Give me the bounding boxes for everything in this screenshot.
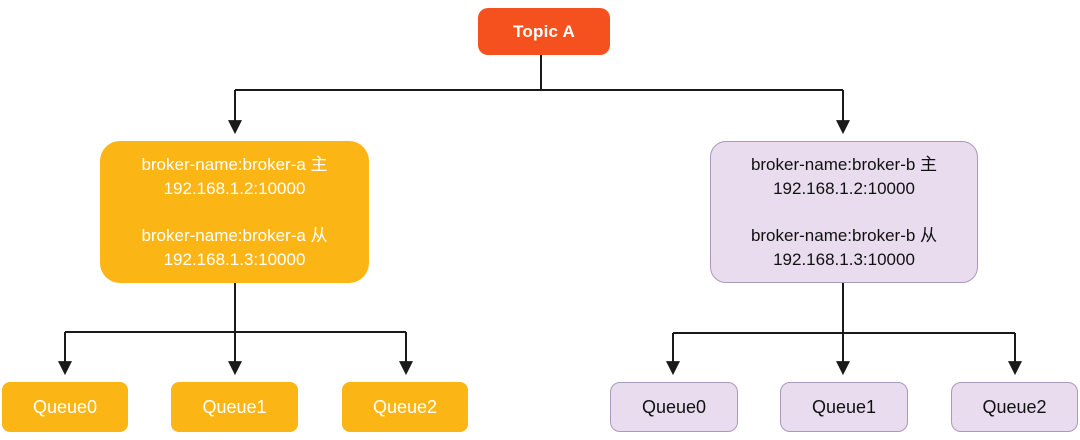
broker-b-gap: [751, 201, 937, 224]
broker-b-queue1-node: Queue1: [780, 382, 908, 432]
queue-label: Queue2: [982, 396, 1047, 417]
broker-b-node: broker-name:broker-b 主 192.168.1.2:10000…: [710, 141, 978, 283]
queue-label: Queue1: [202, 396, 267, 417]
broker-a-gap: [141, 201, 327, 224]
broker-b-slave-name: broker-name:broker-b 从: [750, 225, 938, 245]
broker-a-queue2-node: Queue2: [342, 382, 468, 432]
broker-a-node: broker-name:broker-a 主 192.168.1.2:10000…: [100, 141, 369, 283]
broker-b-master-name: broker-name:broker-b 主: [750, 154, 938, 174]
topic-label: Topic A: [513, 21, 575, 41]
queue-label: Queue0: [32, 396, 98, 417]
broker-a-slave-name: broker-name:broker-a 从: [141, 225, 328, 245]
broker-b-master-addr: 192.168.1.2:10000: [773, 178, 915, 198]
broker-a-queue1-node: Queue1: [171, 382, 298, 432]
broker-a-queue0-node: Queue0: [2, 382, 128, 432]
broker-a-master-addr: 192.168.1.2:10000: [163, 178, 306, 198]
edge-broker-b-trunk: [673, 283, 1015, 334]
queue-label: Queue2: [372, 396, 438, 417]
broker-b-queue2-node: Queue2: [951, 382, 1078, 432]
queue-label: Queue1: [811, 396, 877, 417]
broker-a-text: broker-name:broker-a 主 192.168.1.2:10000…: [141, 153, 327, 272]
edge-broker-a-trunk: [65, 283, 406, 333]
broker-b-text: broker-name:broker-b 主 192.168.1.2:10000…: [751, 153, 937, 272]
queue-label: Queue0: [641, 396, 707, 417]
edge-topic-trunk: [235, 55, 843, 91]
broker-a-slave-addr: 192.168.1.3:10000: [163, 249, 306, 269]
topic-node: Topic A: [478, 8, 610, 55]
broker-b-queue0-node: Queue0: [610, 382, 738, 432]
broker-a-master-name: broker-name:broker-a 主: [141, 154, 328, 174]
broker-b-slave-addr: 192.168.1.3:10000: [773, 249, 915, 269]
